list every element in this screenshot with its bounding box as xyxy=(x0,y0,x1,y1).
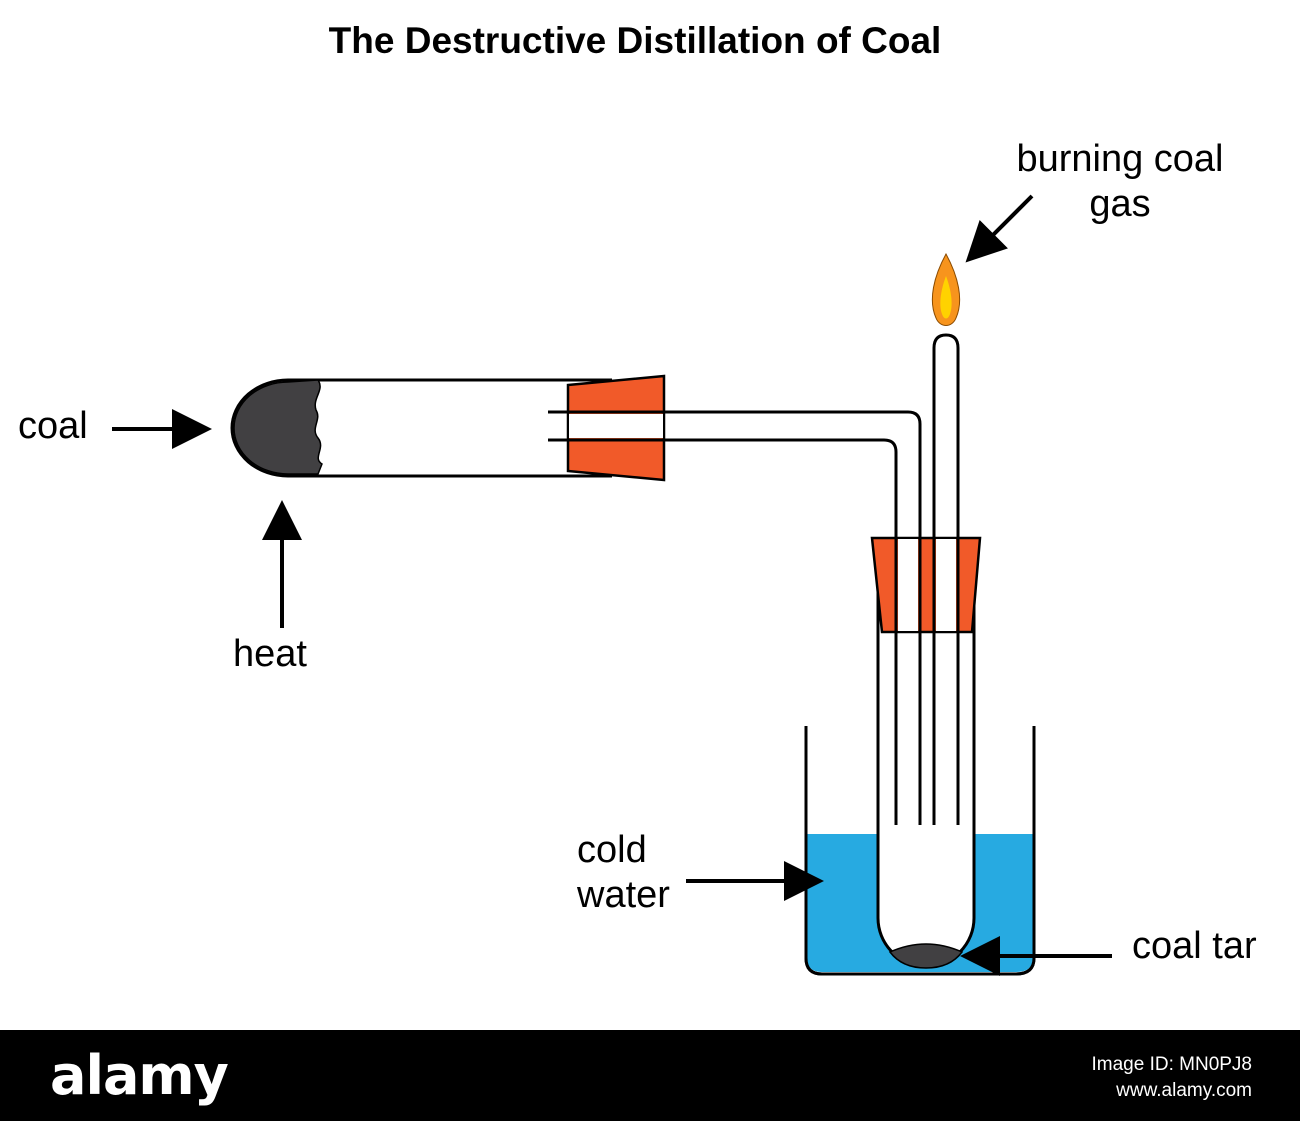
watermark-logo: alamy xyxy=(50,1044,229,1107)
watermark-image-id: Image ID: MN0PJ8 xyxy=(1091,1054,1253,1075)
coal-tar-label: coal tar xyxy=(1132,925,1257,967)
test-tube xyxy=(230,378,612,478)
tube-bore-side xyxy=(569,414,663,438)
watermark-info: Image ID: MN0PJ8 www.alamy.com xyxy=(1092,1052,1253,1103)
stopper-bore-jet xyxy=(936,539,956,631)
cold-water-line-1: cold xyxy=(577,829,647,871)
apparatus-drawing xyxy=(112,194,1112,976)
receiver-tube-in-water xyxy=(878,834,974,966)
burning-coal-gas-line-1: burning coal xyxy=(1016,138,1224,180)
top-stopper xyxy=(870,536,982,634)
coal-lump xyxy=(233,379,323,475)
burning-coal-gas-label: burning coal gas xyxy=(992,137,1248,227)
cold-water-label: cold water xyxy=(577,828,670,918)
coal-tar xyxy=(888,943,964,969)
watermark-bar: alamy Image ID: MN0PJ8 www.alamy.com xyxy=(0,1030,1300,1121)
watermark-site: www.alamy.com xyxy=(1116,1079,1252,1101)
stopper-bore-delivery xyxy=(898,539,918,631)
exit-jet-tube xyxy=(932,333,960,825)
coal-label: coal xyxy=(18,405,88,447)
diagram-title: The Destructive Distillation of Coal xyxy=(328,20,942,61)
burning-gas-arrow xyxy=(965,194,1034,263)
cold-water-line-2: water xyxy=(577,873,670,916)
burning-coal-gas-line-2: gas xyxy=(1089,182,1151,225)
flame-inner xyxy=(940,276,952,319)
diagram-canvas: The Destructive Distillation of Coal coa… xyxy=(18,20,1257,976)
heat-label: heat xyxy=(233,633,307,675)
delivery-tube xyxy=(548,410,922,825)
